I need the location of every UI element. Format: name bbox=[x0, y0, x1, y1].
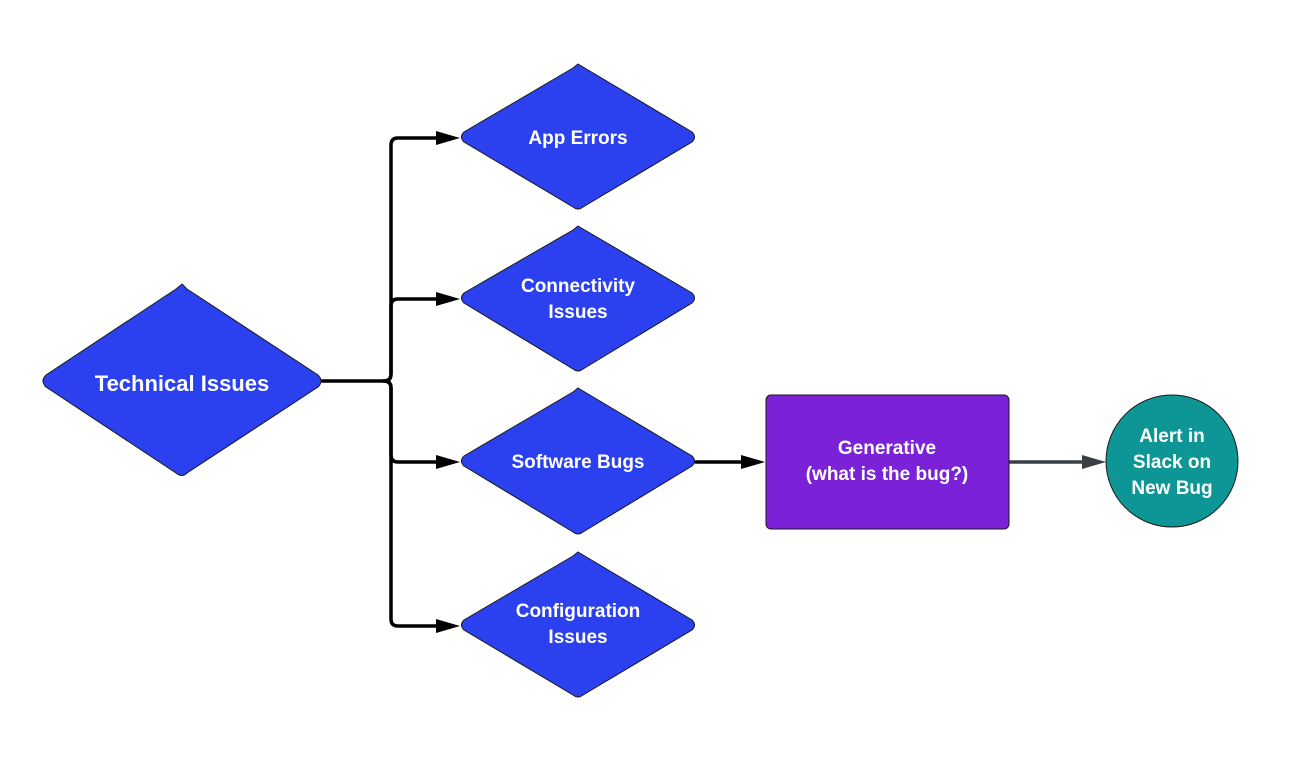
node-label-line: App Errors bbox=[528, 128, 627, 149]
arrowhead-connectivity bbox=[436, 292, 460, 306]
node-technical-issues: Technical Issues bbox=[42, 283, 322, 476]
node-app-errors: App Errors bbox=[461, 63, 695, 210]
decision-diamond bbox=[42, 283, 322, 476]
connectors bbox=[320, 131, 1106, 633]
node-label-line: Slack on bbox=[1133, 452, 1211, 473]
node-label-line: Generative bbox=[838, 438, 936, 459]
node-label-line: Technical Issues bbox=[95, 371, 269, 396]
arrowhead-generative bbox=[741, 455, 765, 469]
node-label: Generative (what is the bug?) bbox=[806, 438, 969, 485]
node-alert-slack: Alert in Slack on New Bug bbox=[1105, 394, 1239, 528]
decision-diamond bbox=[461, 551, 695, 698]
process-box bbox=[765, 394, 1010, 530]
node-label-line: (what is the bug?) bbox=[806, 464, 969, 485]
node-label-line: New Bug bbox=[1131, 478, 1212, 499]
edge-technical-to-app-errors bbox=[320, 136, 442, 383]
terminal-circle bbox=[1105, 394, 1239, 528]
arrowhead-configuration bbox=[436, 619, 460, 633]
decision-diamond bbox=[461, 63, 695, 210]
decision-diamond bbox=[461, 387, 695, 535]
node-label-line: Issues bbox=[548, 627, 607, 648]
node-label: Alert in Slack on New Bug bbox=[1131, 426, 1212, 499]
node-label-line: Configuration bbox=[516, 601, 641, 622]
edge-technical-to-configuration bbox=[382, 379, 442, 628]
node-generative: Generative (what is the bug?) bbox=[765, 394, 1010, 530]
node-label: App Errors bbox=[528, 128, 627, 149]
decision-diamond bbox=[461, 225, 695, 372]
node-label-line: Software Bugs bbox=[511, 452, 644, 473]
edge-technical-to-connectivity bbox=[382, 297, 442, 383]
node-software-bugs: Software Bugs bbox=[461, 387, 695, 535]
arrowhead-software-bugs bbox=[436, 455, 460, 469]
node-label-line: Alert in bbox=[1139, 426, 1204, 447]
node-label-line: Connectivity bbox=[521, 276, 635, 297]
node-label: Technical Issues bbox=[95, 371, 269, 396]
node-label-line: Issues bbox=[548, 302, 607, 323]
arrowhead-app-errors bbox=[436, 131, 460, 145]
arrowhead-alert bbox=[1082, 455, 1106, 469]
node-label: Software Bugs bbox=[511, 452, 644, 473]
